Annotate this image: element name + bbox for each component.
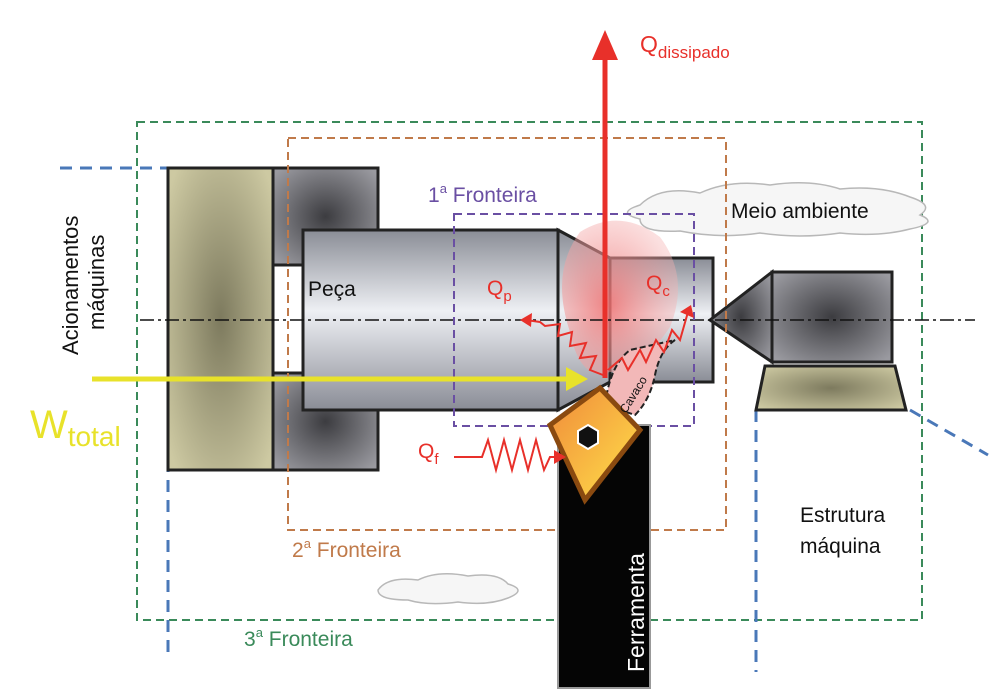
third-boundary: [136, 121, 923, 621]
peca-label: Peça: [308, 278, 356, 301]
q-p-label: Qp: [487, 277, 512, 305]
chuck-gap: [271, 263, 305, 375]
q-f-label: Qf: [418, 440, 439, 468]
q-p-arrow-head: [520, 313, 532, 327]
chuck-body: [166, 166, 275, 472]
machine-structure-boundary-right: [909, 408, 989, 457]
estrutura-label: Estrutura: [800, 504, 886, 527]
cloud-bottom: [377, 573, 519, 605]
tailstock-body: [770, 270, 894, 364]
tailstock-base: [754, 364, 908, 412]
maquinas-label: máquinas: [84, 235, 109, 330]
q-dissipado-arrow-head: [592, 30, 618, 60]
w-total-label: Wtotal: [30, 403, 121, 452]
q-dissipado-label: Qdissipado: [640, 31, 730, 62]
q-c-label: Qc: [646, 272, 670, 300]
meio-ambiente-label: Meio ambiente: [731, 200, 869, 223]
second-boundary: [287, 137, 727, 531]
first-boundary-label: 1a Fronteira: [428, 181, 537, 207]
q-f-zigzag: [454, 436, 556, 474]
ferramenta-label: Ferramenta: [623, 553, 649, 672]
tailstock-cone: [707, 268, 774, 365]
acionamentos-label: Acionamentos: [58, 216, 83, 355]
cloud-environment: [626, 182, 929, 237]
second-boundary-label: 2a Fronteira: [292, 536, 401, 562]
q-c-arrow-head: [680, 305, 694, 318]
tool-insert-screw: [577, 423, 599, 451]
estrutura-maquina-label: máquina: [800, 535, 881, 558]
q-p-zigzag: [525, 319, 604, 376]
q-c-zigzag: [607, 311, 689, 373]
third-boundary-label: 3a Fronteira: [244, 625, 353, 651]
q-f-arrow-head: [554, 450, 566, 464]
work-arrow-head: [566, 367, 588, 391]
heat-zone: [562, 220, 678, 374]
